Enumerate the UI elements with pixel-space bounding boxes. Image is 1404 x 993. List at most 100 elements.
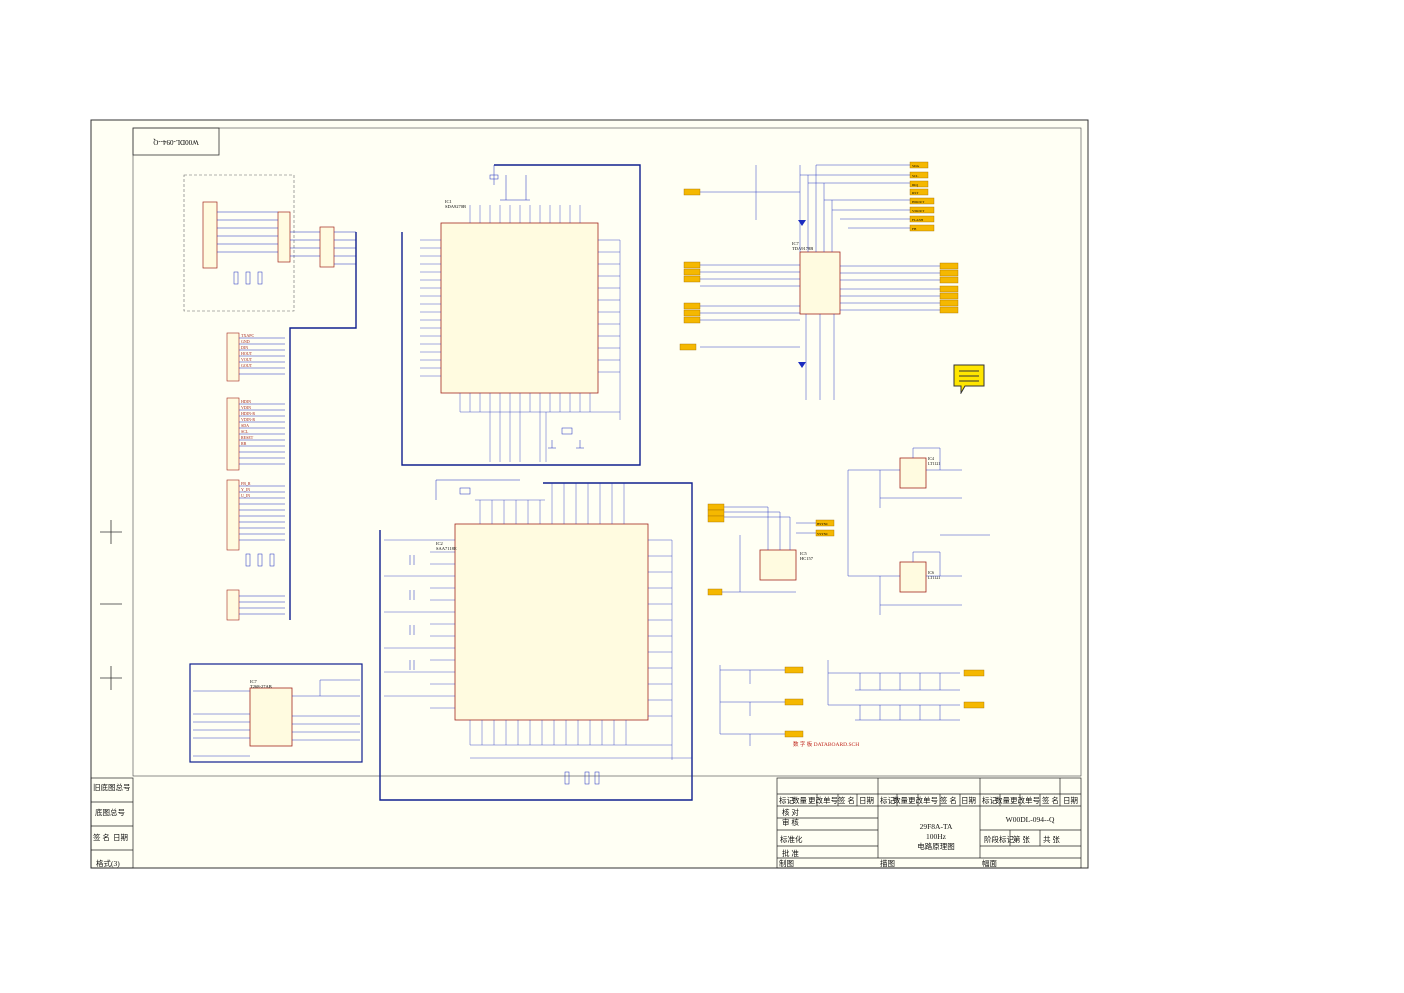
- ic1-ref: IC1: [445, 199, 452, 204]
- net-labels-orange: [679, 161, 959, 351]
- ic5-hc157-body: [759, 549, 797, 581]
- ic2-pins-top: [475, 483, 625, 524]
- svg-text:W00DL-094--Q: W00DL-094--Q: [1006, 815, 1055, 824]
- ic6-part: LT1121: [928, 575, 940, 580]
- svg-text:100Hz: 100Hz: [926, 832, 947, 841]
- svg-text:阶段标记: 阶段标记: [984, 834, 1014, 844]
- bus-main-left: [289, 232, 357, 620]
- schematic-note: 数 字 板 DATABOARD.SCH: [793, 740, 859, 748]
- svg-text:GND: GND: [241, 339, 250, 344]
- svg-text:日期: 日期: [113, 833, 128, 842]
- connector-xs01: [202, 201, 218, 269]
- drawing-number-rotated: W00DL-094--Q: [153, 138, 199, 146]
- svg-text:数量: 数量: [893, 795, 908, 805]
- connector-wires-1: [217, 211, 356, 265]
- svg-text:SDA: SDA: [241, 423, 249, 428]
- svg-text:核 对: 核 对: [782, 807, 799, 817]
- svg-text:VDIN: VDIN: [241, 405, 251, 410]
- svg-text:共 张: 共 张: [1043, 835, 1060, 844]
- connector-xp1200: [277, 211, 291, 263]
- comment-note-icon[interactable]: [953, 364, 985, 395]
- svg-text:电路原理图: 电路原理图: [917, 841, 955, 851]
- ic1-pins-left: [420, 239, 441, 377]
- ic2-ref: IC2: [436, 541, 443, 546]
- ic2-box-frame: [379, 482, 693, 801]
- eeprom-part: T268-27AB: [250, 684, 272, 689]
- ic7-part: TDA9178B: [792, 246, 813, 251]
- ic4-ref: IC4: [928, 456, 934, 461]
- ic2-pins-right: [648, 539, 673, 760]
- ic1-pins-right: [598, 239, 621, 420]
- svg-text:HSYNC: HSYNC: [817, 522, 829, 526]
- hc157-wires: [722, 506, 816, 593]
- svg-text:FB_R: FB_R: [241, 481, 251, 486]
- svg-text:标准化: 标准化: [780, 834, 803, 844]
- svg-text:29F8A-TA: 29F8A-TA: [920, 822, 953, 831]
- svg-text:SCL: SCL: [241, 429, 249, 434]
- svg-text:RB: RB: [241, 441, 247, 446]
- svg-text:更改单号: 更改单号: [908, 795, 938, 805]
- svg-text:签 名: 签 名: [1042, 795, 1059, 805]
- svg-text:标记: 标记: [982, 795, 997, 805]
- svg-text:日期: 日期: [1063, 796, 1078, 805]
- left-resistors: [233, 271, 275, 567]
- svg-text:签 名: 签 名: [838, 795, 855, 805]
- net-label-texts-right: SDA SCL IRQ RST HDOUT VDOUT FLASH FB: [912, 164, 925, 231]
- svg-text:制图: 制图: [779, 858, 794, 868]
- connector-block-dashed: [183, 174, 295, 312]
- power-labels: [784, 666, 985, 738]
- svg-text:IRQ: IRQ: [912, 183, 919, 187]
- ic1-bottom-verticals: [489, 412, 547, 462]
- ic2-crystal-area: [435, 479, 520, 500]
- ic2-pins-left: [384, 539, 455, 709]
- svg-text:日期: 日期: [961, 796, 976, 805]
- svg-text:GOUT: GOUT: [241, 363, 253, 368]
- diodes-top: [798, 220, 806, 368]
- ic2-pins-bottom: [469, 720, 692, 759]
- svg-text:Y_IN: Y_IN: [241, 487, 250, 492]
- ic2-part: SAA7118E: [436, 546, 457, 551]
- svg-text:HDIN: HDIN: [241, 399, 251, 404]
- drawing-number-box: [132, 127, 220, 156]
- svg-text:VOUT: VOUT: [241, 357, 253, 362]
- svg-text:更改单号: 更改单号: [808, 795, 838, 805]
- svg-text:标记: 标记: [779, 795, 794, 805]
- ic1-top-caps: [489, 165, 530, 201]
- connector-xp2: [319, 226, 335, 268]
- ic1-box-frame: [401, 164, 641, 466]
- title-block-texts: 旧底图总号 底图总号 签 名 日期 格式(3) 标记 数量 更改单号 签 名 日…: [93, 782, 1078, 868]
- svg-text:HDIN-R: HDIN-R: [241, 411, 255, 416]
- svg-text:HOUT: HOUT: [241, 351, 253, 356]
- svg-text:更改单号: 更改单号: [1010, 795, 1040, 805]
- svg-text:VDIN-R: VDIN-R: [241, 417, 255, 422]
- svg-text:日期: 日期: [859, 796, 874, 805]
- power-filter-rows: [719, 660, 960, 746]
- ic1-pins-bottom: [459, 393, 620, 413]
- svg-text:HDOUT: HDOUT: [912, 200, 925, 204]
- ic6-lt1121-body: [899, 561, 927, 593]
- svg-text:SDA: SDA: [912, 164, 919, 168]
- svg-text:标记: 标记: [880, 795, 895, 805]
- svg-text:TXAPC: TXAPC: [241, 333, 254, 338]
- svg-text:SCL: SCL: [912, 174, 918, 178]
- svg-text:FLASH: FLASH: [912, 218, 924, 222]
- svg-text:签 名: 签 名: [93, 832, 110, 842]
- ic2-bottom-resistors: [564, 771, 600, 785]
- eeprom-ref: IC7: [250, 679, 258, 684]
- svg-text:格式(3): 格式(3): [96, 858, 120, 868]
- svg-text:批 准: 批 准: [782, 848, 799, 858]
- svg-text:DIN: DIN: [241, 345, 248, 350]
- svg-text:第 张: 第 张: [1013, 834, 1030, 844]
- ic1-part: SDA9270B: [445, 204, 466, 209]
- hc157-labels: HSYNC VSYNC: [707, 503, 835, 596]
- ic4-part: LT1121: [928, 461, 940, 466]
- registration-marks: [100, 520, 122, 690]
- svg-text:幅面: 幅面: [982, 858, 997, 868]
- svg-text:审 核: 审 核: [782, 817, 799, 827]
- svg-text:VSYNC: VSYNC: [817, 532, 829, 536]
- svg-text:RESET: RESET: [241, 435, 254, 440]
- title-block: [90, 777, 1082, 869]
- ic7-wires: [690, 164, 940, 400]
- ic1-body: [440, 222, 599, 394]
